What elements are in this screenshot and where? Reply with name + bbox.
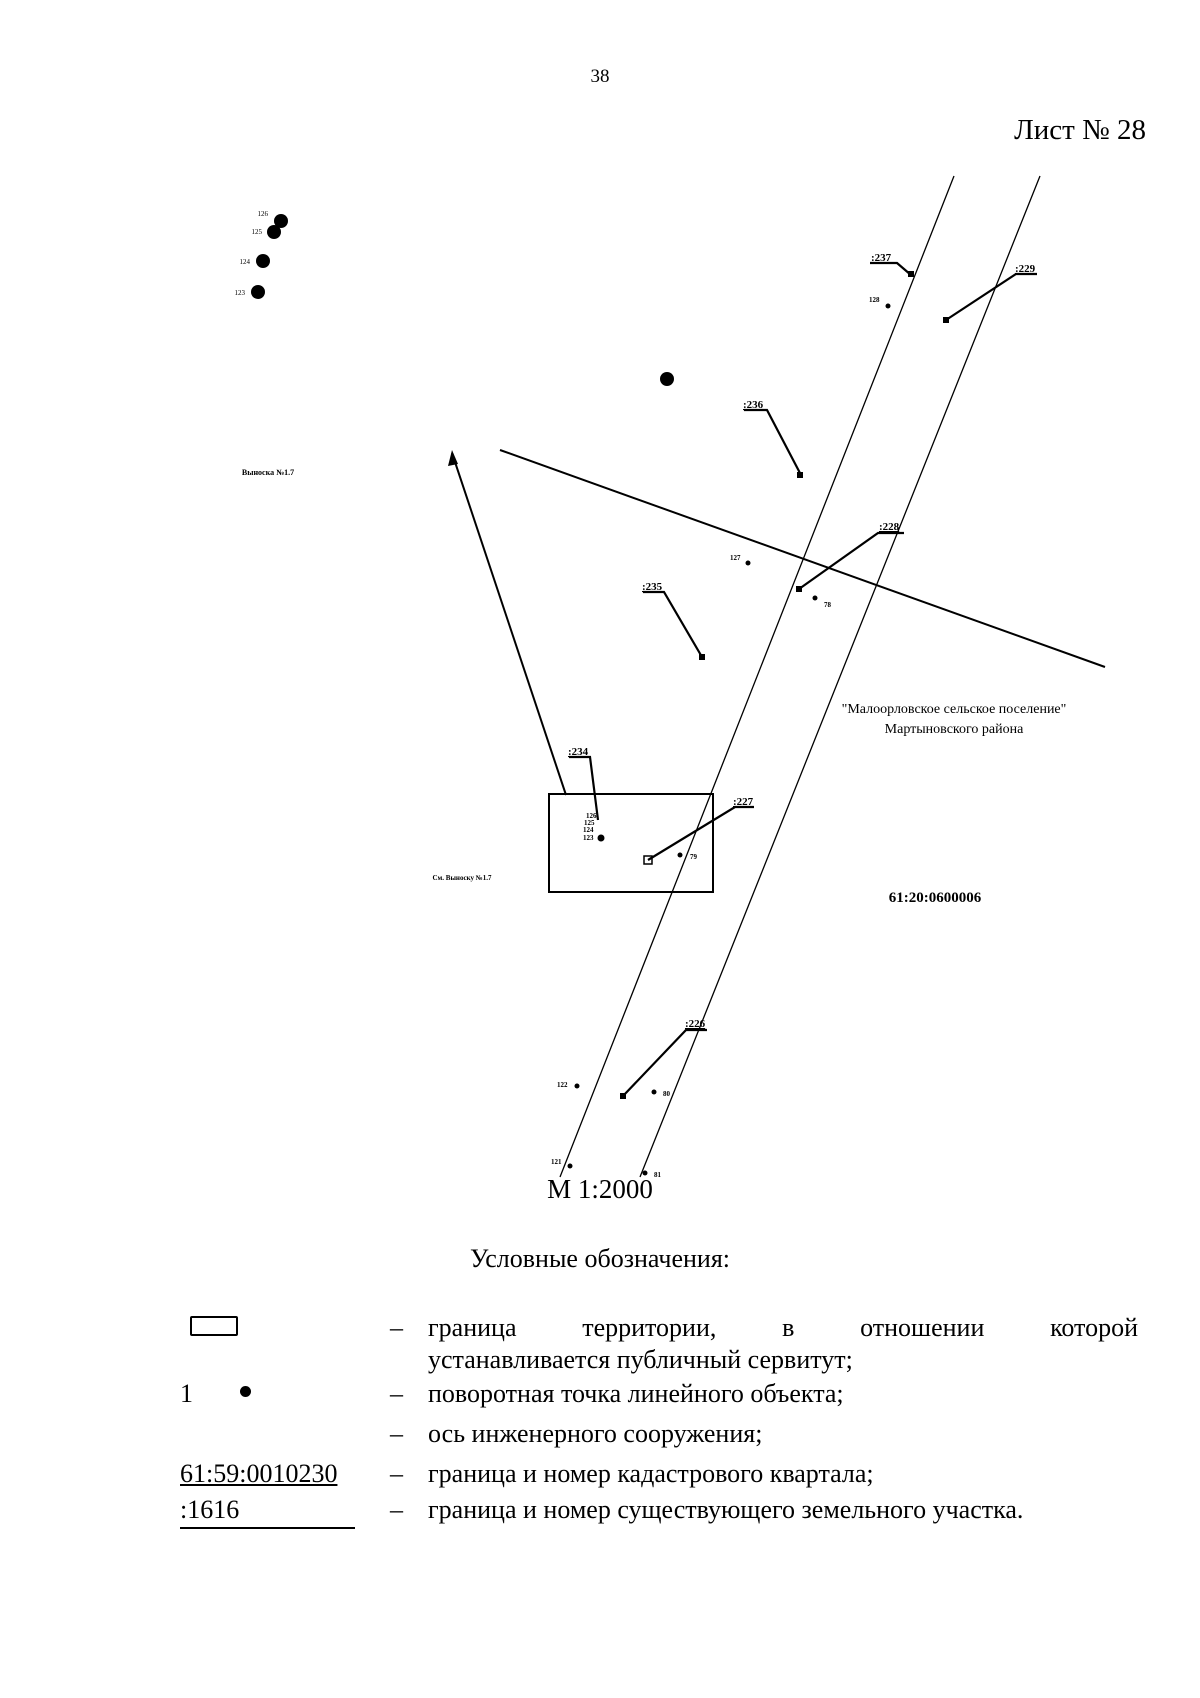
legend-text: поворотная точка линейного объекта; [428,1379,844,1408]
parcel-marker-226 [620,1093,626,1099]
point-label-125: 125 [584,819,595,827]
turning-point-127 [745,560,751,566]
legend-dash: – [390,1419,403,1448]
turning-point-79 [677,852,683,858]
callout-point-label-125: 125 [252,228,263,236]
settlement-name-line2: Мартыновского района [885,722,1024,737]
legend-symbol-number: 1 [180,1379,193,1408]
point-label-128: 128 [869,296,880,304]
point-symbol-icon [240,1386,251,1397]
legend-item-structure-axis: – ось инженерного сооружения; [0,1418,1200,1450]
turning-point-128 [885,303,891,309]
turning-point-123 [597,834,605,842]
point-label-121: 121 [551,1158,562,1166]
parcel-label-236: :236 [743,399,764,411]
parcel-leader-236 [744,408,802,476]
parcel-leader-229 [945,272,1037,321]
servitude-boundary-frame [548,793,714,893]
parcel-label-229: :229 [1015,263,1036,275]
legend-dash: – [390,1495,403,1524]
parcel-label-227: :227 [733,796,754,808]
callout-title: Выноска №1.7 [242,468,294,477]
legend-title: Условные обозначения: [469,1244,731,1273]
point-label-80: 80 [663,1090,671,1098]
point-label-127: 127 [730,554,741,562]
parcel-marker-229 [943,317,949,323]
frame-symbol-icon [190,1316,238,1336]
parcel-leader-228 [798,531,904,590]
callout-point-label-123: 123 [235,289,246,297]
callout-point-125 [267,225,281,239]
legend-item-cadastral-block: 61:59:0010230 – граница и номер кадастро… [0,1458,1200,1490]
legend-item-turning-point: 1 – поворотная точка линейного объекта; [0,1378,1200,1410]
point-label-81: 81 [654,1171,662,1179]
map-scale: М 1:2000 [547,1174,653,1204]
callout-point-label-126: 126 [258,210,269,218]
settlement-name-line1: "Малоорловское сельское поселение" [842,702,1067,717]
turning-point-78 [812,595,818,601]
parcel-marker-235 [699,654,705,660]
parcel-leader-237 [870,261,912,276]
legend-item-land-parcel: :1616 – граница и номер существующего зе… [0,1494,1200,1530]
parcel-underline-icon [180,1527,355,1529]
callout-point-126 [274,214,288,228]
parcel-marker-236 [797,472,803,478]
parcel-leader-227 [647,805,754,861]
isolated-point [660,372,674,386]
parcel-marker-227 [643,855,653,865]
point-label-122: 122 [557,1081,568,1089]
sheet-label: Лист № 28 [1014,114,1146,146]
callout-arrow-icon [448,450,458,466]
legend-dash: – [390,1459,403,1488]
parcel-leader-234 [569,755,600,821]
legend-item-servitude-boundary: – граница территории, в отношении которо… [0,1312,1200,1376]
turning-point-122 [574,1083,580,1089]
turning-point-80 [651,1089,657,1095]
turning-point-121 [567,1163,573,1169]
parcel-leader-226 [622,1028,707,1097]
turning-point-81 [642,1170,648,1176]
callout-reference: См. Выноску №1.7 [432,874,492,882]
parcel-label-228: :228 [879,521,900,533]
legend-text-line1: граница территории, в отношении которой [428,1313,1138,1342]
point-label-124: 124 [583,826,594,834]
legend-text: ось инженерного сооружения; [428,1419,763,1448]
point-label-79: 79 [690,853,698,861]
parcel-label-235: :235 [642,581,663,593]
legend-dash: – [390,1313,403,1342]
axis-line-east [639,175,1041,1178]
callout-leader [451,452,567,796]
legend-text: граница и номер кадастрового квартала; [428,1459,874,1488]
legend-dash: – [390,1379,403,1408]
parcel-marker-228 [796,586,802,592]
parcel-label-234: :234 [568,746,589,758]
callout-point-label-124: 124 [240,258,251,266]
legend-text: граница территории, в отношении которой … [428,1312,1138,1376]
parcel-leader-235 [643,590,703,658]
callout-point-124 [256,254,270,268]
legend-symbol-parcel-code: :1616 [180,1495,240,1524]
page-number: 38 [590,66,610,87]
point-label-123: 123 [583,834,594,842]
legend-text: граница и номер существующего земельного… [428,1495,1024,1524]
cadastral-block-label: 61:20:0600006 [889,890,982,906]
legend-symbol-block-code: 61:59:0010230 [180,1459,338,1488]
cadastral-block-boundary [499,449,1106,668]
axis-line-west [559,175,955,1178]
parcel-label-237: :237 [871,252,892,264]
point-label-78: 78 [824,601,832,609]
parcel-label-226: :226 [685,1018,706,1030]
parcel-marker-237 [908,271,914,277]
point-label-126: 126 [586,812,597,820]
callout-point-123 [251,285,265,299]
legend-text-line2: устанавливается публичный сервитут; [428,1345,853,1374]
